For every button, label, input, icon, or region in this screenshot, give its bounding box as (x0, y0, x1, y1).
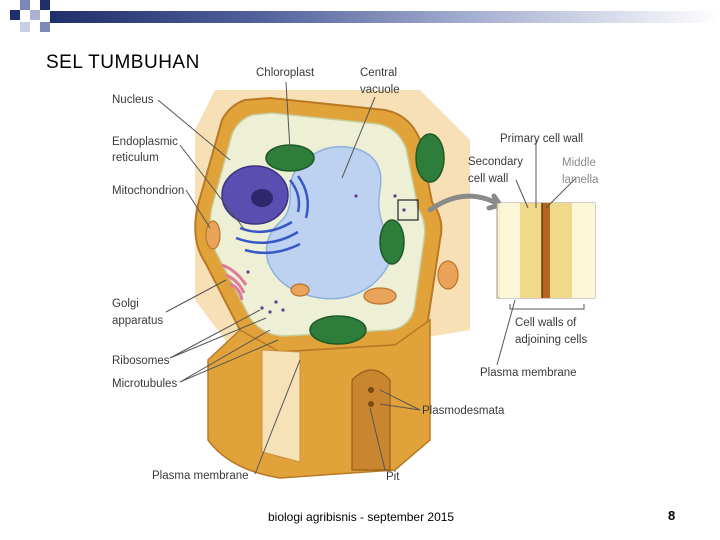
central-vacuole (265, 145, 393, 300)
label-pit: Pit (386, 471, 400, 483)
label-plasmodesmata: Plasmodesmata (422, 405, 505, 417)
label-middle-lamella-line1: Middle (562, 157, 596, 169)
chloroplast (415, 133, 445, 183)
decor-square (20, 0, 30, 10)
label-primary-cell-wall: Primary cell wall (500, 133, 583, 145)
golgi-apparatus (221, 263, 248, 301)
mitochondrion (290, 283, 310, 297)
plasmodesmata-pit (351, 369, 391, 471)
plasmodesma (368, 387, 374, 393)
title-bar-decoration (0, 0, 720, 42)
ribosomes (246, 194, 406, 314)
slide-title: SEL TUMBUHAN (46, 52, 200, 73)
label-secondary-cell-wall-line1: Secondary (468, 156, 523, 168)
label-mitochondrion: Mitochondrion (112, 185, 184, 197)
decor-square (30, 10, 40, 20)
leader-lines (157, 81, 577, 475)
plasmodesma (368, 401, 374, 407)
label-microtubules: Microtubules (112, 378, 177, 390)
label-plasma-membrane-bottom: Plasma membrane (152, 470, 249, 482)
chloroplast (379, 219, 405, 265)
label-chloroplast: Chloroplast (256, 67, 315, 79)
decor-square (20, 22, 30, 32)
label-middle-lamella-line2: lamella (562, 174, 599, 186)
chloroplast-group (265, 133, 445, 345)
label-er-line2: reticulum (112, 152, 159, 164)
slide-footer: biologi agribisnis - september 2015 (268, 510, 455, 524)
label-secondary-cell-wall-line2: cell wall (468, 173, 508, 185)
label-cell-walls-adjoining-line1: Cell walls of (515, 317, 577, 329)
label-plasma-membrane-right: Plasma membrane (480, 367, 577, 379)
decor-square (10, 10, 20, 20)
cell-wall-zoom-panel (496, 202, 596, 310)
adjoining-bracket (509, 304, 585, 310)
label-central-vacuole-line2: vacuole (360, 84, 400, 96)
label-golgi-line2: apparatus (112, 315, 163, 327)
page-number: 8 (668, 508, 676, 523)
title-gradient-bar (50, 11, 720, 23)
mitochondrion (437, 260, 459, 290)
cell-side-inner (261, 349, 301, 463)
decor-square (40, 22, 50, 32)
label-er-line1: Endoplasmic (112, 136, 178, 148)
label-cell-walls-adjoining-line2: adjoining cells (515, 334, 587, 346)
mitochondrion (363, 287, 397, 305)
mitochondria-group (205, 220, 459, 305)
label-ribosomes: Ribosomes (112, 355, 170, 367)
chloroplast (309, 315, 367, 345)
label-central-vacuole-line1: Central (360, 67, 397, 79)
label-nucleus: Nucleus (112, 94, 154, 106)
cell-wall-zoom-box (397, 199, 419, 221)
label-golgi-line1: Golgi (112, 298, 139, 310)
nucleolus (251, 189, 273, 207)
decor-square (40, 0, 50, 10)
